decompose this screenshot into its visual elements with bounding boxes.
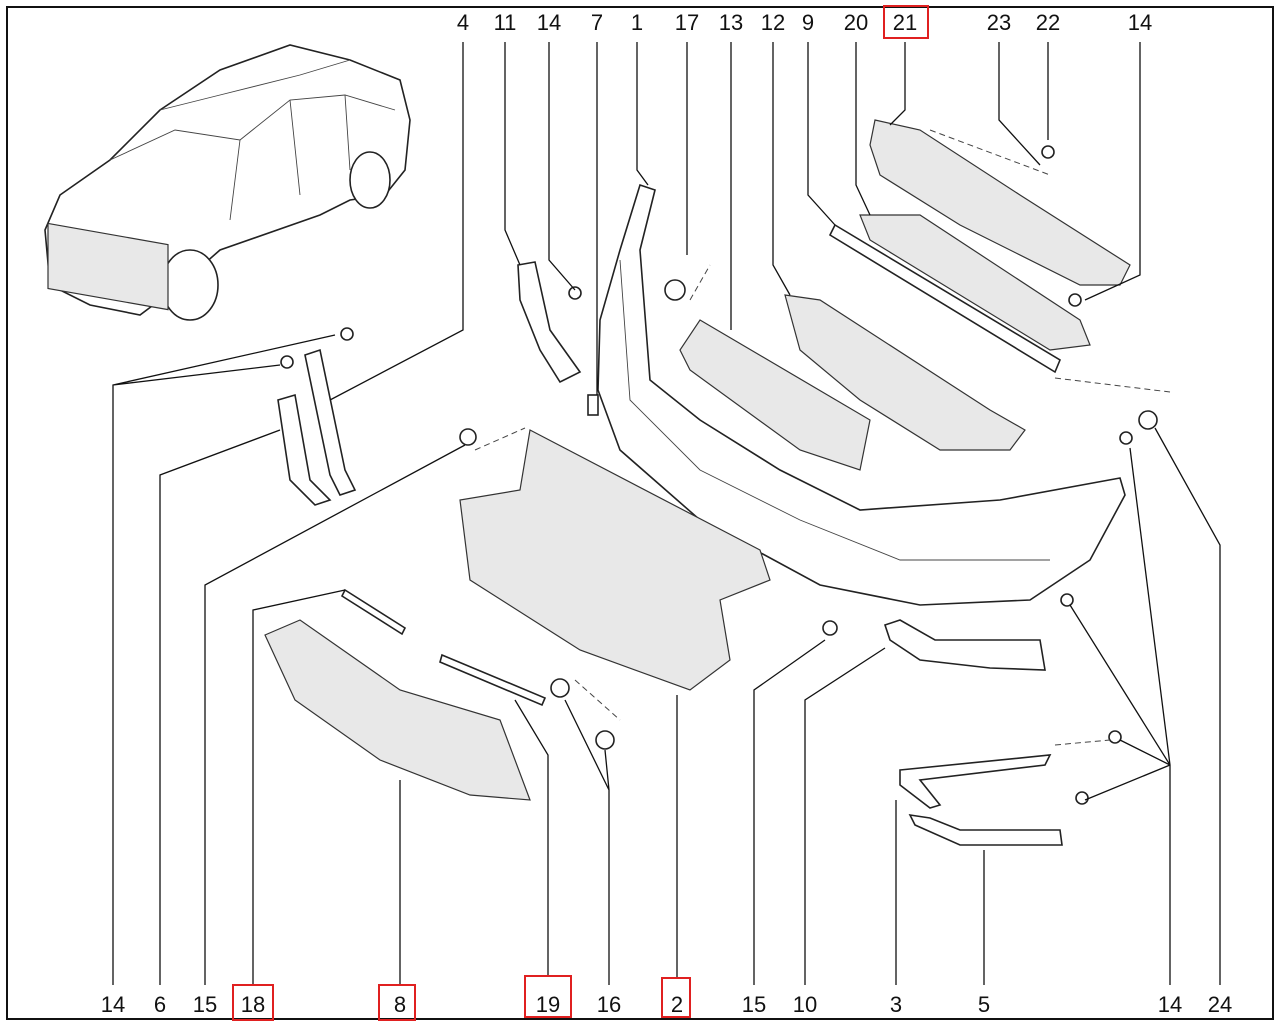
callout-2[interactable]: 2 bbox=[671, 992, 683, 1017]
bottom-callout-labels: 14 6 15 18 8 19 16 2 15 10 3 5 14 24 bbox=[101, 992, 1232, 1017]
part-8-radiator-grille bbox=[264, 619, 531, 801]
part-13-reinforcement bbox=[679, 319, 871, 471]
part-9-strip bbox=[828, 223, 1062, 374]
part-5-trim bbox=[908, 813, 1063, 846]
callout-9: 9 bbox=[802, 10, 814, 35]
callout-16: 16 bbox=[597, 992, 621, 1017]
part-12-grille-insert bbox=[784, 294, 1026, 451]
dashed-guides bbox=[474, 129, 1171, 746]
part-18-trim-strip bbox=[340, 588, 407, 636]
part-2-lower-bracket bbox=[459, 429, 771, 691]
callout-23: 23 bbox=[987, 10, 1011, 35]
callout-24: 24 bbox=[1208, 992, 1232, 1017]
highlight-box-18 bbox=[232, 984, 274, 1021]
callout-13: 13 bbox=[719, 10, 743, 35]
callout-12: 12 bbox=[761, 10, 785, 35]
part-10-fog-frame bbox=[883, 619, 1046, 671]
callout-21[interactable]: 21 bbox=[893, 10, 917, 35]
highlight-box-19 bbox=[524, 975, 572, 1018]
callout-14: 14 bbox=[537, 10, 561, 35]
callout-8[interactable]: 8 bbox=[394, 992, 406, 1017]
callout-7: 7 bbox=[591, 10, 603, 35]
callout-17: 17 bbox=[675, 10, 699, 35]
highlight-box-21 bbox=[883, 5, 929, 39]
part-4-side-bracket bbox=[304, 348, 357, 496]
callout-3: 3 bbox=[890, 992, 902, 1017]
highlight-box-2 bbox=[661, 977, 691, 1018]
top-callout-labels: 4 11 14 7 1 17 13 12 9 20 21 23 22 14 bbox=[457, 10, 1152, 35]
callout-11: 11 bbox=[494, 10, 517, 35]
highlight-boxes bbox=[232, 5, 929, 1021]
bottom-leader-lines bbox=[112, 334, 1221, 985]
part-3-trim bbox=[899, 754, 1052, 809]
callout-19[interactable]: 19 bbox=[536, 992, 560, 1017]
callout-14: 14 bbox=[101, 992, 125, 1017]
highlight-box-8 bbox=[378, 984, 416, 1021]
callout-14b: 14 bbox=[1128, 10, 1152, 35]
top-leader-lines bbox=[329, 42, 1141, 401]
callout-6: 6 bbox=[154, 992, 166, 1017]
callout-15b: 15 bbox=[742, 992, 766, 1017]
part-11-bracket bbox=[517, 261, 582, 384]
callout-4: 4 bbox=[457, 10, 469, 35]
part-7-clip bbox=[587, 394, 599, 416]
fasteners bbox=[280, 145, 1158, 805]
callout-15: 15 bbox=[193, 992, 217, 1017]
part-20-lower-grille bbox=[859, 214, 1091, 351]
part-1-front-bumper bbox=[597, 183, 1126, 606]
part-6-side-bracket bbox=[277, 393, 332, 506]
callout-20: 20 bbox=[844, 10, 868, 35]
part-21-upper-grille bbox=[869, 119, 1131, 286]
callout-22: 22 bbox=[1036, 10, 1060, 35]
callout-18[interactable]: 18 bbox=[241, 992, 265, 1017]
callout-5: 5 bbox=[978, 992, 990, 1017]
callout-1: 1 bbox=[631, 10, 643, 35]
car-overview-illustration bbox=[44, 44, 411, 321]
diagram-frame bbox=[6, 6, 1274, 1020]
callout-14c: 14 bbox=[1158, 992, 1182, 1017]
part-19-trim-strip bbox=[439, 653, 547, 707]
callout-10: 10 bbox=[793, 992, 817, 1017]
